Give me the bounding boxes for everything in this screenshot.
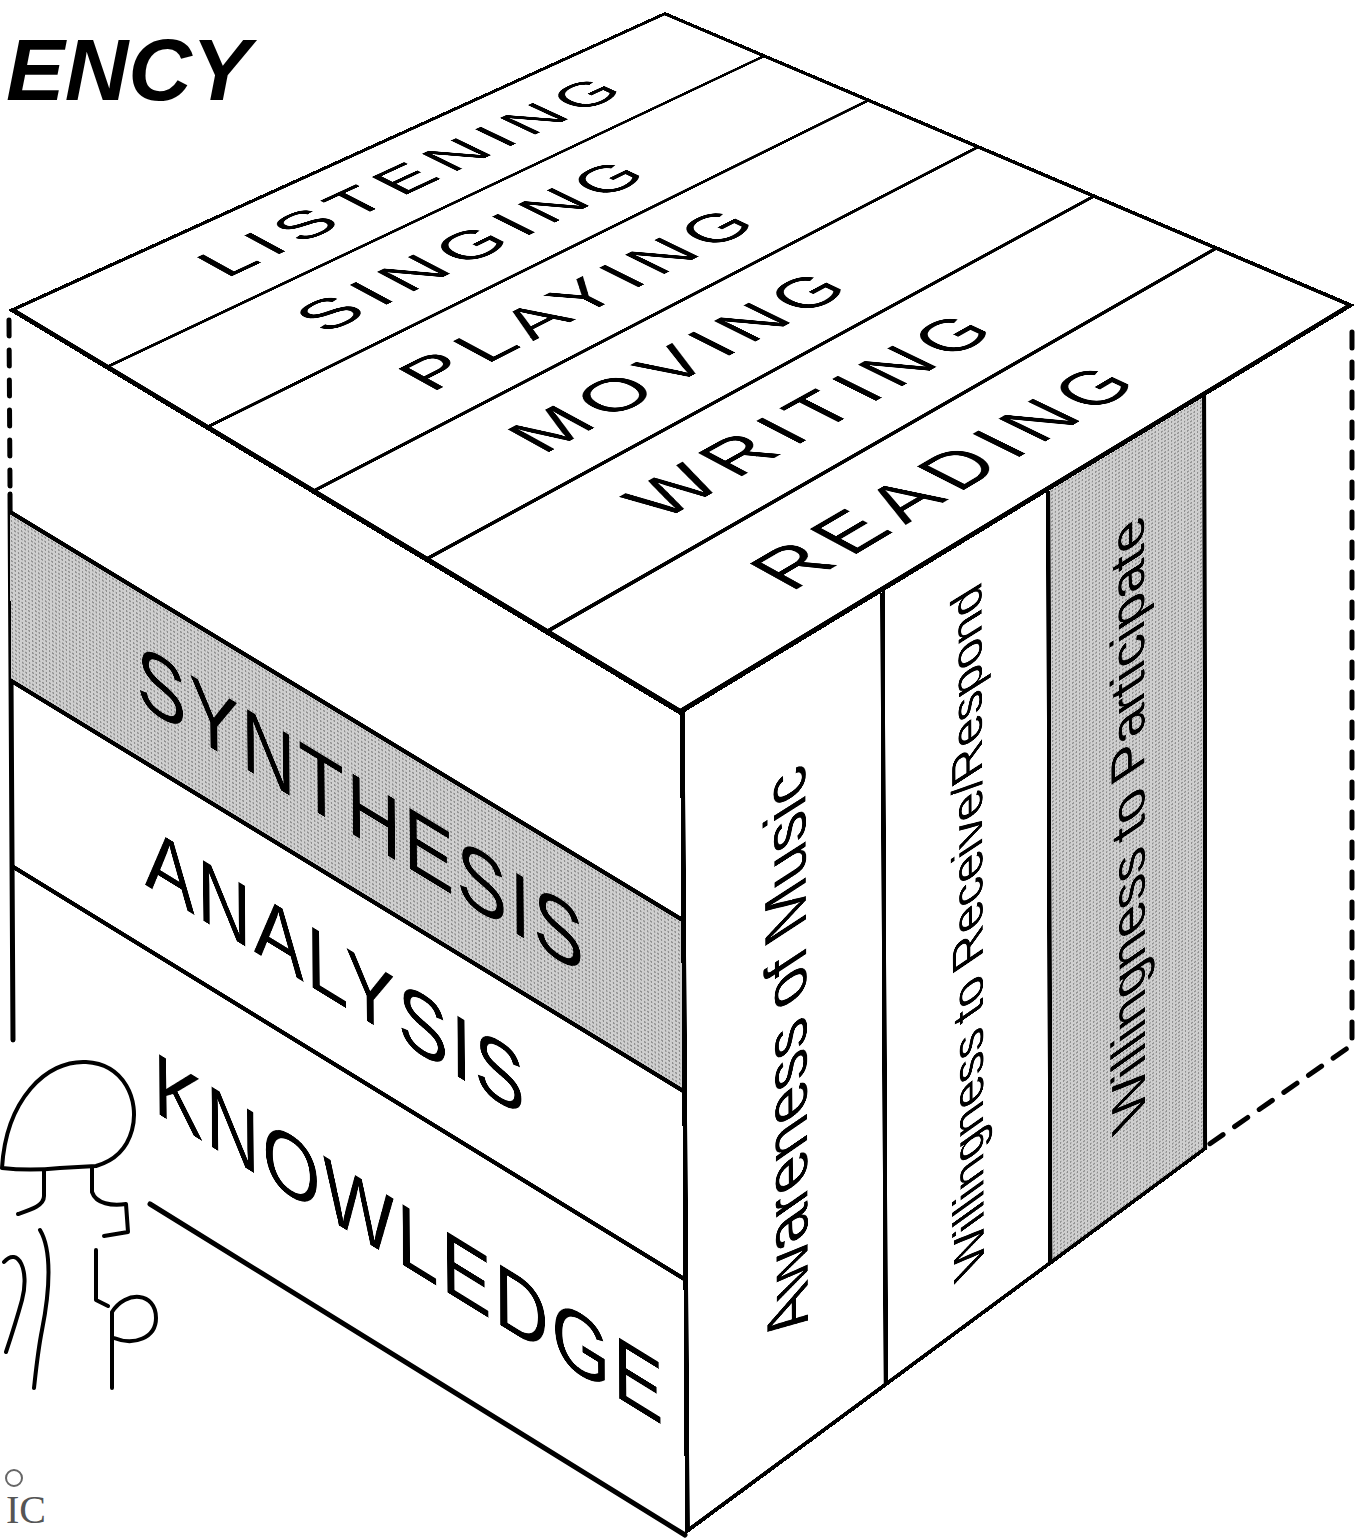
figure-collar (18, 1168, 128, 1236)
hidden-edge (9, 320, 10, 486)
logo-text: IC (6, 1490, 46, 1530)
affective-column: Awareness of Music (680, 591, 888, 1535)
figure-head (2, 1062, 134, 1170)
logo-mark (6, 1470, 22, 1486)
figure-arm (34, 1230, 49, 1388)
band-label: SYNTHESIS (136, 629, 587, 991)
student-figure (2, 1062, 156, 1388)
affective-column: Willingness to Participate (1050, 395, 1207, 1264)
figure-hand (112, 1297, 156, 1388)
band-label: KNOWLEDGE (153, 1037, 667, 1441)
hidden-edge (1198, 332, 1352, 1152)
band-label: Willingness to Participate (1104, 507, 1153, 1143)
cube-face: Awareness of Music Willingness to Receive… (680, 305, 1355, 1535)
cube-face: SYNTHESISANALYSISKNOWLEDGE (8, 310, 685, 1535)
figure-hand (96, 1250, 108, 1306)
diagram-title: ENCY (6, 26, 251, 114)
figure-arm (4, 1257, 25, 1352)
band-label: Awareness of Music (755, 754, 817, 1356)
band-label: Willingness to Receive/Respond (945, 575, 991, 1290)
affective-column: Willingness to Receive/Respond (885, 490, 1052, 1385)
